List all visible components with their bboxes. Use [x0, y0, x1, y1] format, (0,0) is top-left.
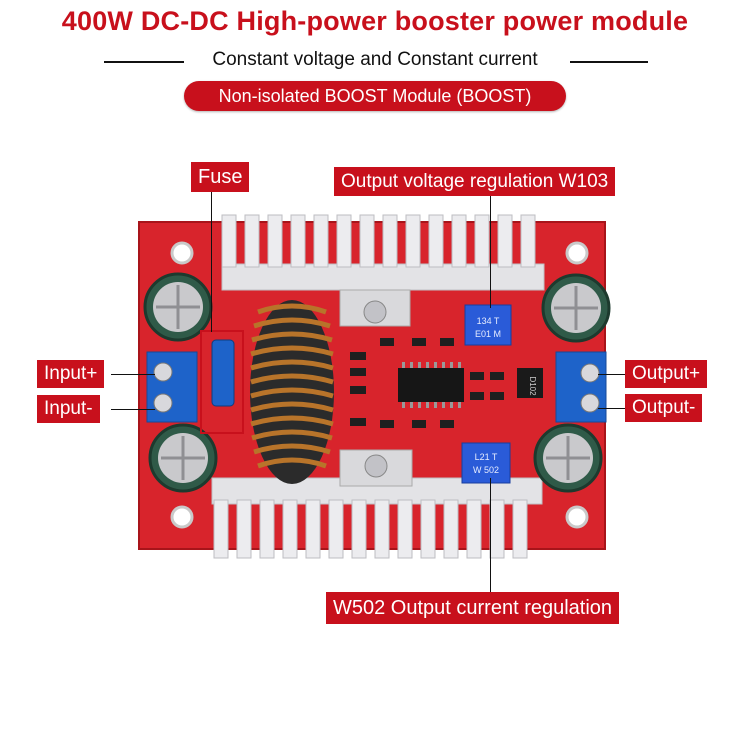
page-title: 400W DC-DC High-power booster power modu…: [61, 6, 689, 36]
diode: [517, 368, 543, 398]
input-minus-label: Input-: [37, 395, 100, 423]
current-potentiometer-w502: L21 T W 502: [461, 442, 511, 484]
smd-components: [350, 338, 504, 428]
subtitle: Constant voltage and Constant current: [212, 49, 538, 70]
input-plus-leader-line: [111, 374, 155, 375]
output-terminal-block: [555, 351, 607, 423]
input-minus-leader-line: [111, 409, 155, 410]
output-voltage-label: Output voltage regulation W103: [334, 167, 616, 196]
inductor-coil: [250, 300, 334, 484]
fuse-label: Fuse: [191, 162, 250, 192]
input-plus-label: Input+: [37, 360, 105, 388]
svg-text:E01 M: E01 M: [475, 329, 501, 339]
fuse: [200, 330, 244, 434]
controller-ic: [398, 368, 464, 402]
fuse-leader-line: [211, 192, 212, 332]
output-current-leader-line: [490, 478, 491, 592]
output-current-label: W502 Output current regulation: [326, 592, 620, 624]
output-minus-leader-line: [598, 408, 625, 409]
svg-text:134 T: 134 T: [477, 316, 500, 326]
output-minus-label: Output-: [625, 394, 703, 422]
mounting-holes: [170, 241, 589, 529]
output-plus-label: Output+: [625, 360, 708, 388]
diode-marking: D102: [528, 376, 537, 396]
output-plus-leader-line: [598, 374, 625, 375]
subtitle-right-rule: [570, 61, 648, 63]
input-terminal-block: [146, 351, 198, 423]
voltage-potentiometer-w103: 134 T E01 M: [464, 304, 512, 346]
output-voltage-leader-line: [490, 196, 491, 308]
svg-text:L21 T: L21 T: [475, 452, 498, 462]
bottom-heatsink: [211, 449, 543, 559]
svg-text:W 502: W 502: [473, 465, 499, 475]
electrolytic-capacitors: [143, 272, 611, 493]
subtitle-left-rule: [104, 61, 184, 63]
module-type-badge: Non-isolated BOOST Module (BOOST): [184, 81, 566, 111]
